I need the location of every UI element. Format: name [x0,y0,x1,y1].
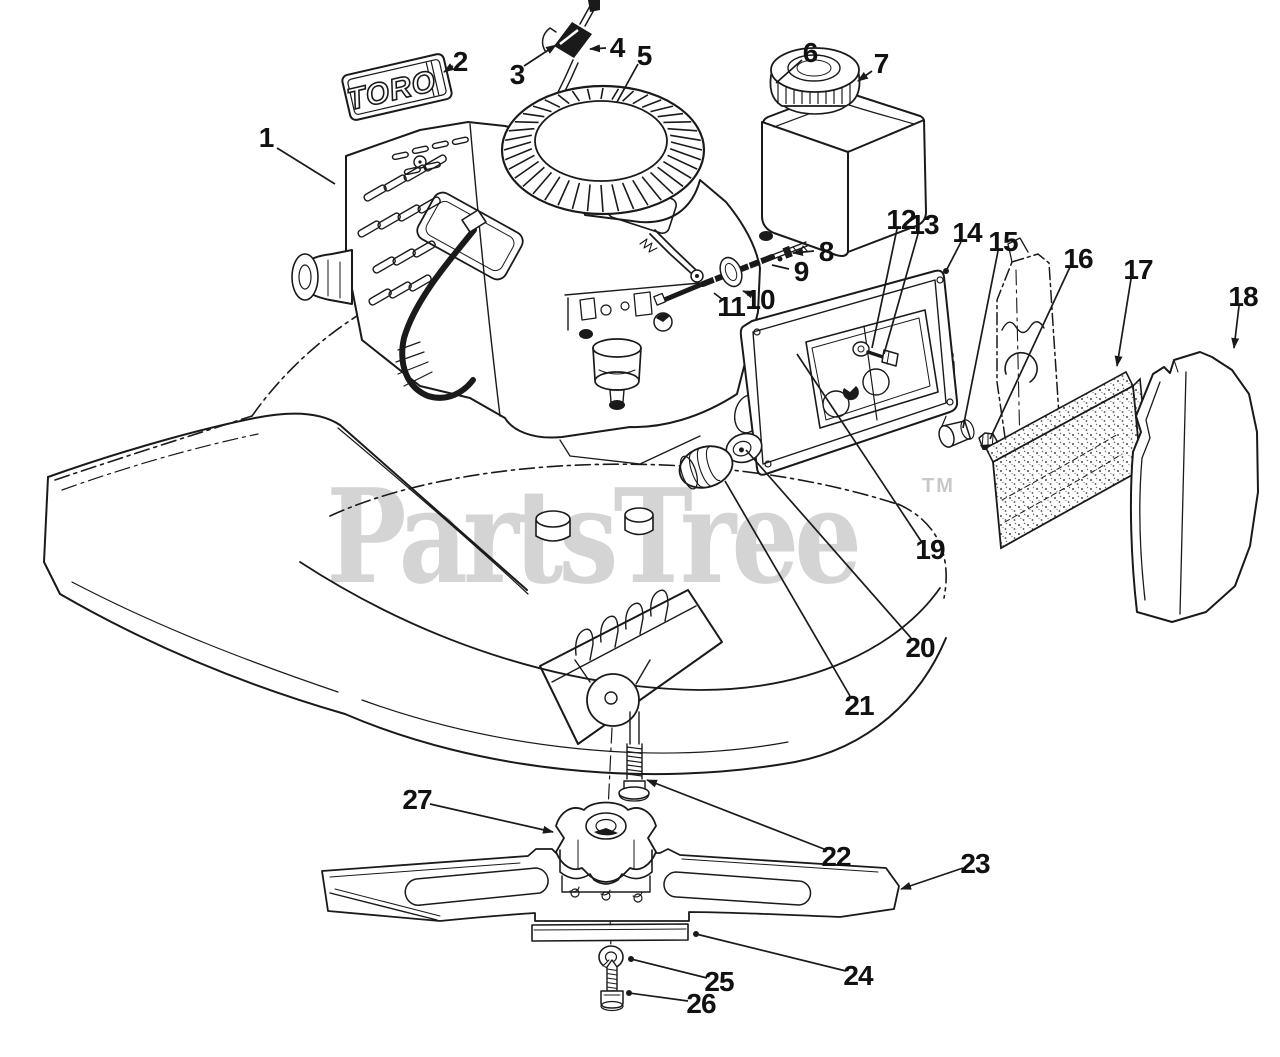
callout-24: 24 [693,931,875,991]
lock-washer [598,945,624,970]
callout-number-13: 13 [909,209,939,240]
callout-number-2: 2 [453,46,468,77]
callout-18: 18 [1228,281,1259,349]
spark-plug [461,209,487,233]
air-cleaner-cover [1129,351,1259,623]
blade-stiffener [531,923,689,942]
callout-27: 27 [402,784,554,834]
cable-end [588,0,600,12]
callout-25: 25 [628,956,735,997]
callout-number-8: 8 [819,236,834,267]
screw [600,959,624,1012]
mounting-bracket [938,237,1061,466]
callout-13: 13 [883,209,940,355]
callout-number-22: 22 [821,841,851,872]
muffler [291,249,353,305]
blade [321,848,900,922]
callout-9: 9 [771,256,810,287]
callout-number-23: 23 [960,848,990,879]
watermark-text: PartsTree [326,461,858,614]
callout-number-1: 1 [259,122,274,153]
callout-11: 11 [713,291,746,322]
callout-14: 14 [943,217,984,274]
callout-21: 21 [724,480,875,721]
callout-8: 8 [792,236,835,267]
air-cleaner-backplate [739,269,959,476]
watermark-tm: TM [922,475,955,497]
mower-deck [43,258,955,951]
blade-bolt [618,711,650,802]
carburetor [564,229,704,410]
engine-assembly [291,0,761,465]
callout-number-7: 7 [874,48,889,79]
callout-number-9: 9 [794,256,809,287]
mounting-bolt [866,349,899,367]
watermark: PartsTree TM [326,461,955,614]
callout-number-27: 27 [402,784,432,815]
fuel-cap [769,47,861,115]
callout-4: 4 [589,32,627,63]
recoil-starter [500,84,706,216]
callout-2: 2 [443,46,469,77]
callout-number-10: 10 [745,284,775,315]
callout-19: 19 [796,353,946,565]
callout-20: 20 [745,449,936,663]
fuel-tank [759,47,927,257]
callout-6: 6 [775,37,819,84]
callout-number-14: 14 [952,217,983,248]
callout-10: 10 [742,284,776,315]
callout-16: 16 [989,243,1094,440]
callout-number-21: 21 [844,690,874,721]
callout-number-17: 17 [1123,254,1153,285]
callout-number-25: 25 [704,966,734,997]
callout-number-11: 11 [717,291,745,322]
blade-driver [555,801,657,893]
callout-number-16: 16 [1063,243,1093,274]
callout-number-18: 18 [1228,281,1258,312]
washer [852,341,870,357]
callout-number-5: 5 [637,40,652,71]
callout-number-20: 20 [905,632,935,663]
callout-number-4: 4 [610,32,626,63]
deck-peg [535,510,571,542]
callout-5: 5 [616,40,653,103]
callout-17: 17 [1114,254,1154,367]
callout-number-24: 24 [843,960,874,991]
breather-grommets [678,432,763,490]
callout-3: 3 [510,44,557,90]
toro-decal: TORO [341,53,453,121]
cooling-slots [357,136,469,306]
spark-plug-boot [554,22,592,58]
callout-26: 26 [626,988,717,1019]
callout-number-3: 3 [510,59,525,90]
callout-23: 23 [900,848,991,890]
callout-number-26: 26 [686,988,716,1019]
crankshaft-boss [586,673,640,727]
callout-number-6: 6 [803,37,818,68]
spark-plug-wire [399,227,477,401]
callout-number-15: 15 [988,226,1018,257]
callout-12: 12 [871,204,917,349]
callout-22: 22 [646,779,852,872]
callout-1: 1 [259,122,336,185]
deck-peg [624,507,654,536]
callout-15: 15 [962,226,1019,429]
cable-clip [541,27,557,53]
callout-7: 7 [857,48,890,82]
callout-number-19: 19 [915,534,945,565]
callout-number-12: 12 [886,204,916,235]
